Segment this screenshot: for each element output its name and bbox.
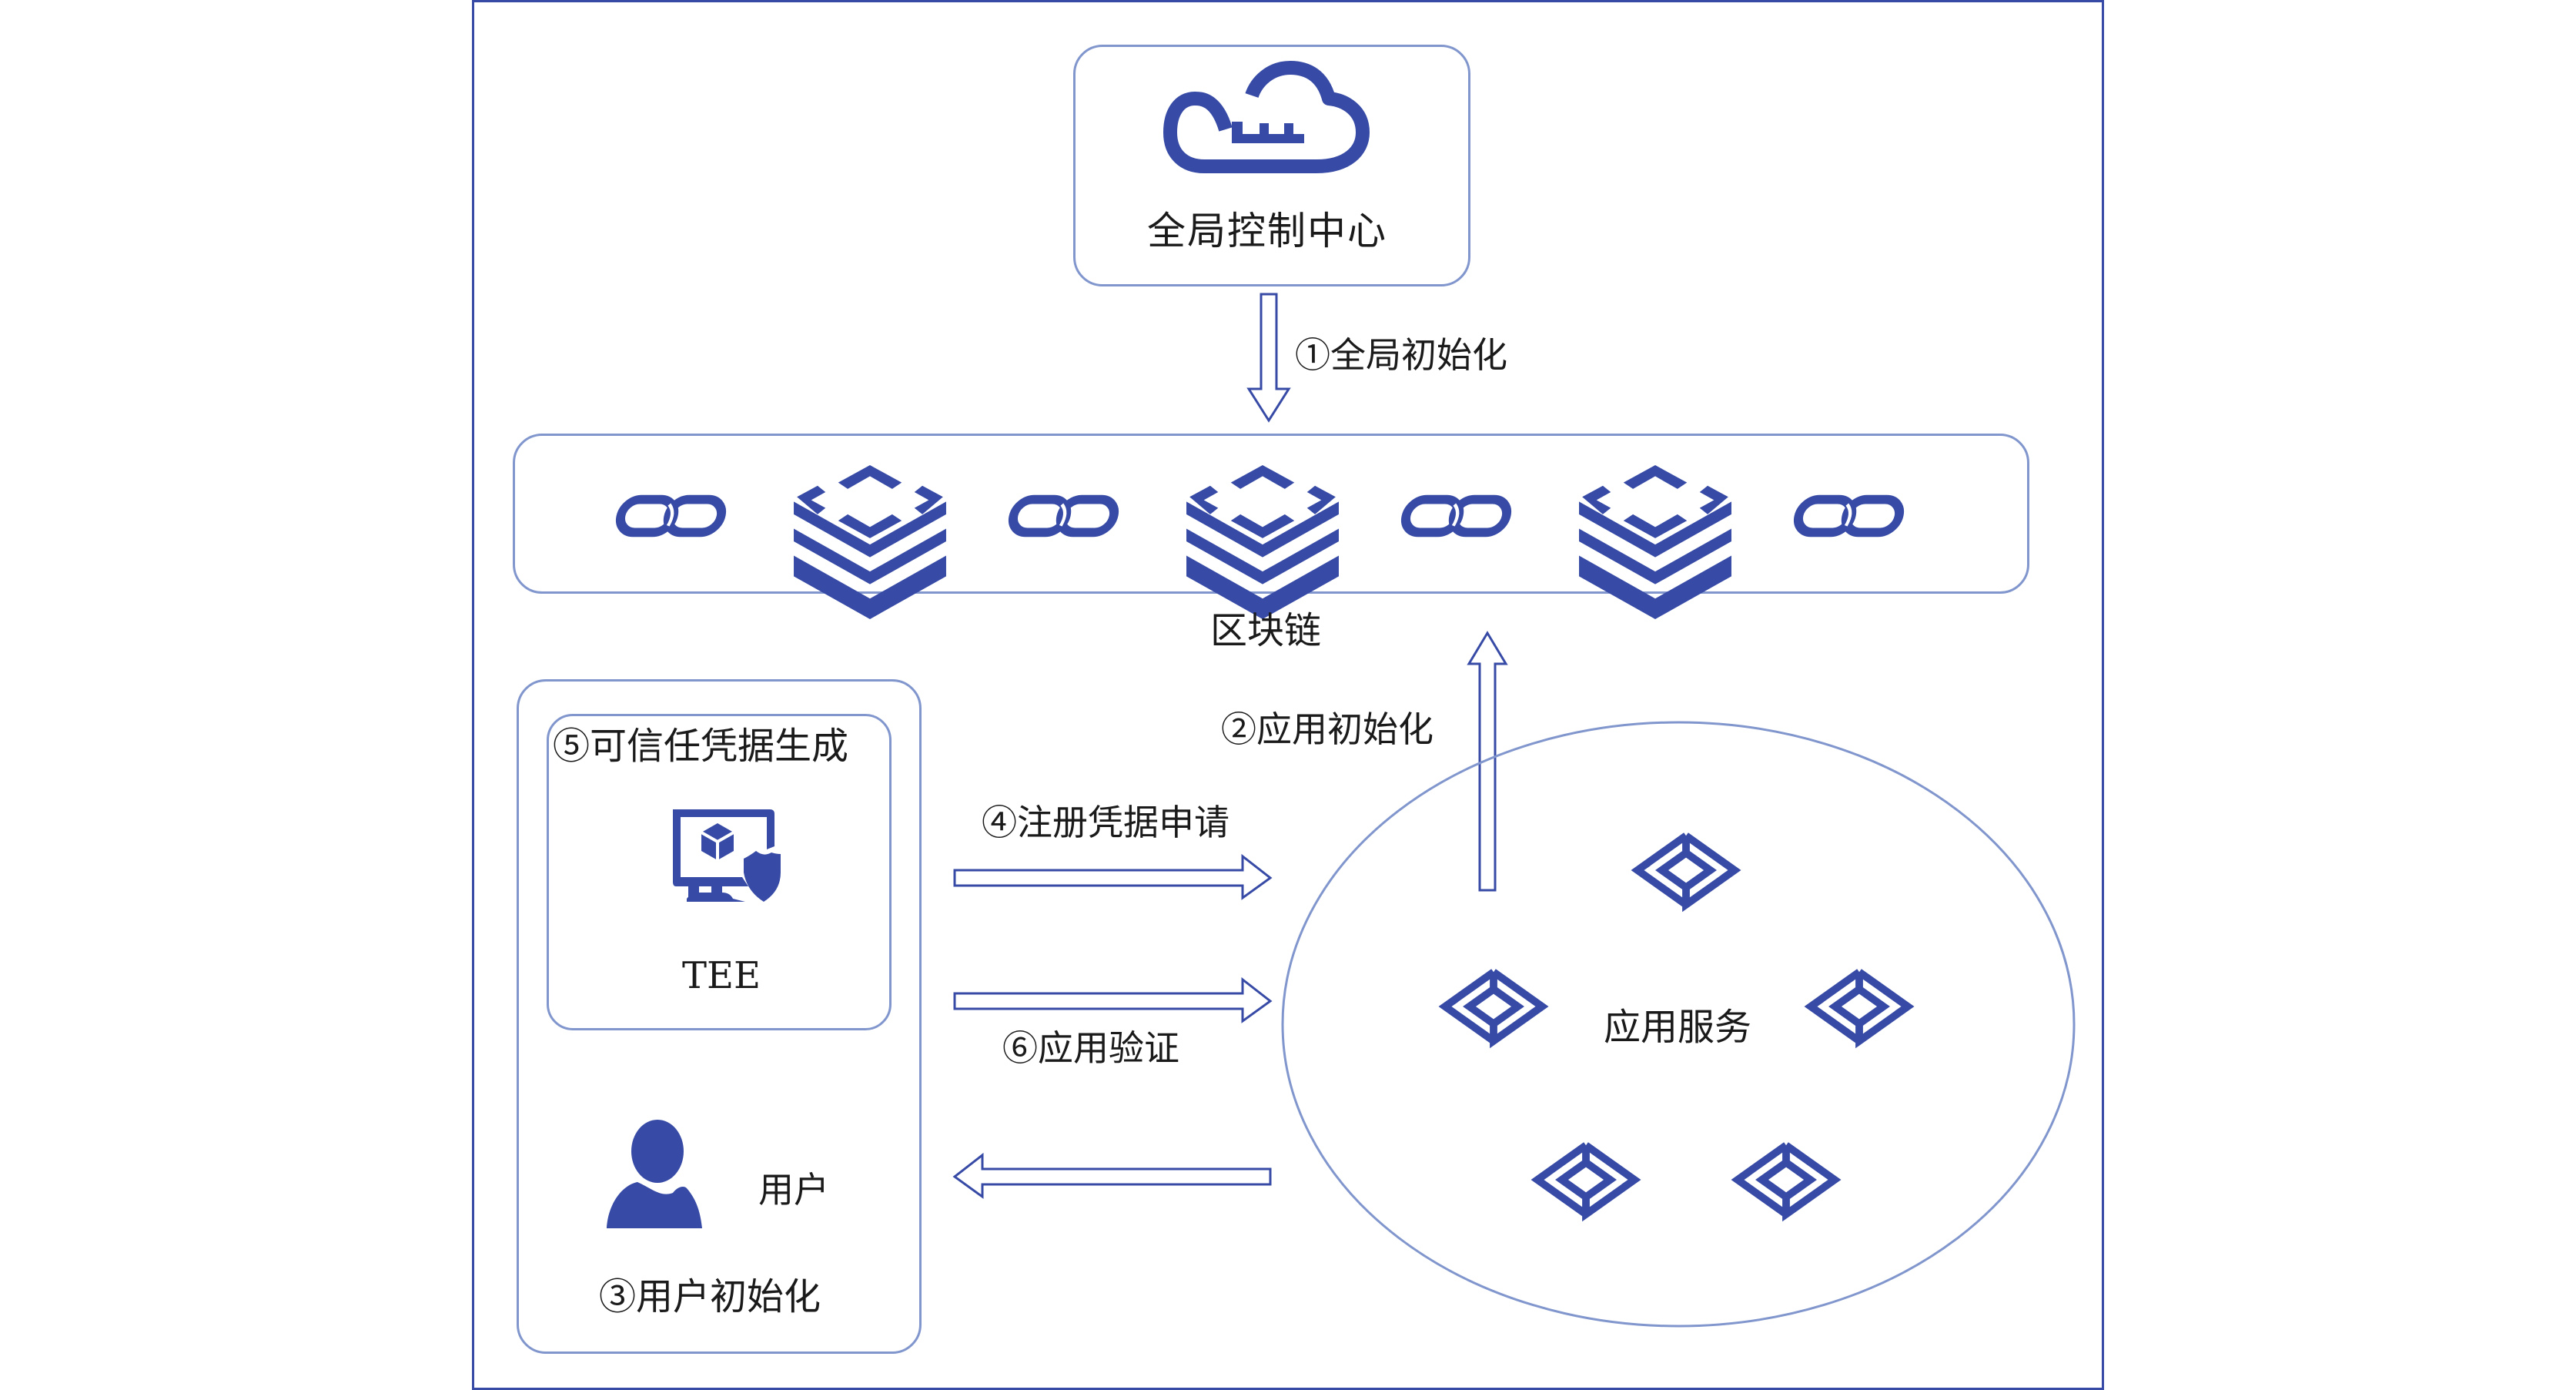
step1-label: ①全局初始化 bbox=[1295, 334, 1507, 376]
user-label: 用户 bbox=[758, 1169, 829, 1211]
arrow-return-left bbox=[952, 1152, 1272, 1199]
arrow-step4-right bbox=[953, 853, 1273, 900]
block-stack-icon bbox=[1186, 465, 1339, 619]
service-node-icon bbox=[1731, 1142, 1842, 1222]
tee-step-label: ⑤可信任凭据生成 bbox=[553, 725, 849, 768]
step2-label: ②应用初始化 bbox=[1221, 708, 1434, 750]
user-icon bbox=[607, 1120, 702, 1228]
app-service-ellipse bbox=[1281, 721, 2076, 1328]
diagram-frame bbox=[472, 0, 2104, 1390]
arrow-step1-down bbox=[1246, 293, 1291, 423]
arrow-step6-right bbox=[953, 976, 1273, 1023]
arrow-step2-up bbox=[1467, 631, 1508, 892]
service-node-icon bbox=[1804, 969, 1915, 1049]
block-stack-icon bbox=[1579, 465, 1731, 619]
blockchain-label: 区块链 bbox=[1210, 609, 1322, 652]
tee-box bbox=[547, 714, 892, 1030]
cloud-key-icon bbox=[1163, 61, 1370, 173]
chain-link-icon bbox=[1400, 494, 1512, 538]
chain-link-icon bbox=[1793, 494, 1905, 538]
service-node-icon bbox=[1531, 1142, 1641, 1222]
tee-name: TEE bbox=[682, 954, 761, 997]
block-stack-icon bbox=[794, 465, 946, 619]
service-node-icon bbox=[1438, 969, 1549, 1049]
step4-label: ④注册凭据申请 bbox=[982, 802, 1229, 843]
app-service-label: 应用服务 bbox=[1604, 1006, 1752, 1049]
user-step-label: ③用户初始化 bbox=[599, 1275, 821, 1318]
chain-link-icon bbox=[615, 494, 727, 538]
monitor-shield-icon bbox=[673, 809, 781, 902]
chain-link-icon bbox=[1008, 494, 1119, 538]
control-center-box bbox=[1073, 45, 1470, 286]
service-node-icon bbox=[1631, 832, 1741, 913]
control-center-label: 全局控制中心 bbox=[1147, 209, 1387, 253]
step6-label: ⑥应用验证 bbox=[1002, 1027, 1179, 1069]
